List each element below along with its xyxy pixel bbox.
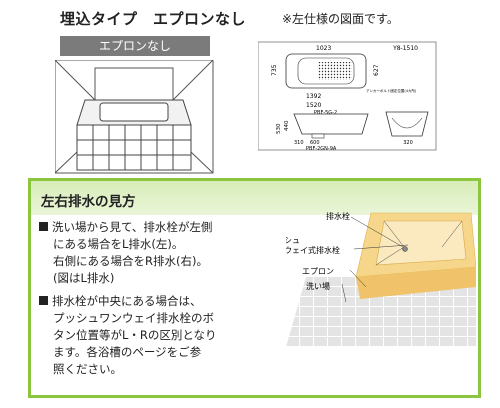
- bullet-center-drain: 排水栓が中央にある場合は、 プッシュワンウェイ排水栓のボ タン位置等がL・Rの区…: [39, 293, 279, 378]
- svg-text:PBF-5G-2: PBF-5G-2: [314, 110, 337, 116]
- drawing-note: ※左仕様の図面です。: [282, 12, 399, 26]
- label-apron: エプロン: [302, 267, 334, 276]
- svg-text:1392: 1392: [306, 93, 321, 100]
- svg-text:1520: 1520: [306, 102, 321, 109]
- label-push1: プッシュ: [286, 236, 300, 245]
- label-floor: 洗い場: [306, 281, 330, 291]
- panel-header: [31, 181, 478, 215]
- svg-text:530: 530: [276, 123, 282, 134]
- svg-text:600: 600: [310, 140, 320, 146]
- bullet-square-icon: [39, 296, 48, 305]
- anchor-note: アンカーボルト固定位置(4カ所): [366, 88, 417, 93]
- svg-text:627: 627: [373, 64, 380, 76]
- label-push2: ワンウェイ式排水栓: [286, 245, 340, 255]
- svg-text:440: 440: [284, 120, 290, 131]
- drawing-code: Y8-1510: [392, 45, 418, 52]
- svg-text:1023: 1023: [316, 45, 331, 52]
- bathtub-illustration: [55, 60, 214, 174]
- svg-text:735: 735: [271, 64, 278, 76]
- label-drain: 排水栓: [326, 211, 350, 221]
- apron-badge: エプロンなし: [60, 36, 210, 56]
- panel-title: 左右排水の見方: [41, 194, 136, 210]
- svg-text:320: 320: [403, 140, 413, 146]
- bullet-lr-drain: 洗い場から見て、排水栓が左側 にある場合をL排水(左)。 右側にある場合をR排水…: [39, 219, 279, 287]
- bullet-square-icon: [39, 222, 48, 231]
- drain-diagram: 排水栓 プッシュ ワンウェイ式排水栓 エプロン 洗い場: [286, 211, 476, 347]
- svg-text:310: 310: [294, 140, 304, 146]
- technical-drawing: Y8-1510 1023 735 627 アンカーボルト固定位置(4カ所) 13…: [258, 41, 437, 152]
- svg-text:PBF-2GN-9A: PBF-2GN-9A: [306, 146, 337, 152]
- type-title: 埋込タイプ エプロンなし: [60, 10, 247, 28]
- drain-guide-panel: 左右排水の見方 洗い場から見て、排水栓が左側 にある場合をL排水(左)。 右側に…: [28, 178, 481, 398]
- drain-plug-icon: [402, 246, 408, 252]
